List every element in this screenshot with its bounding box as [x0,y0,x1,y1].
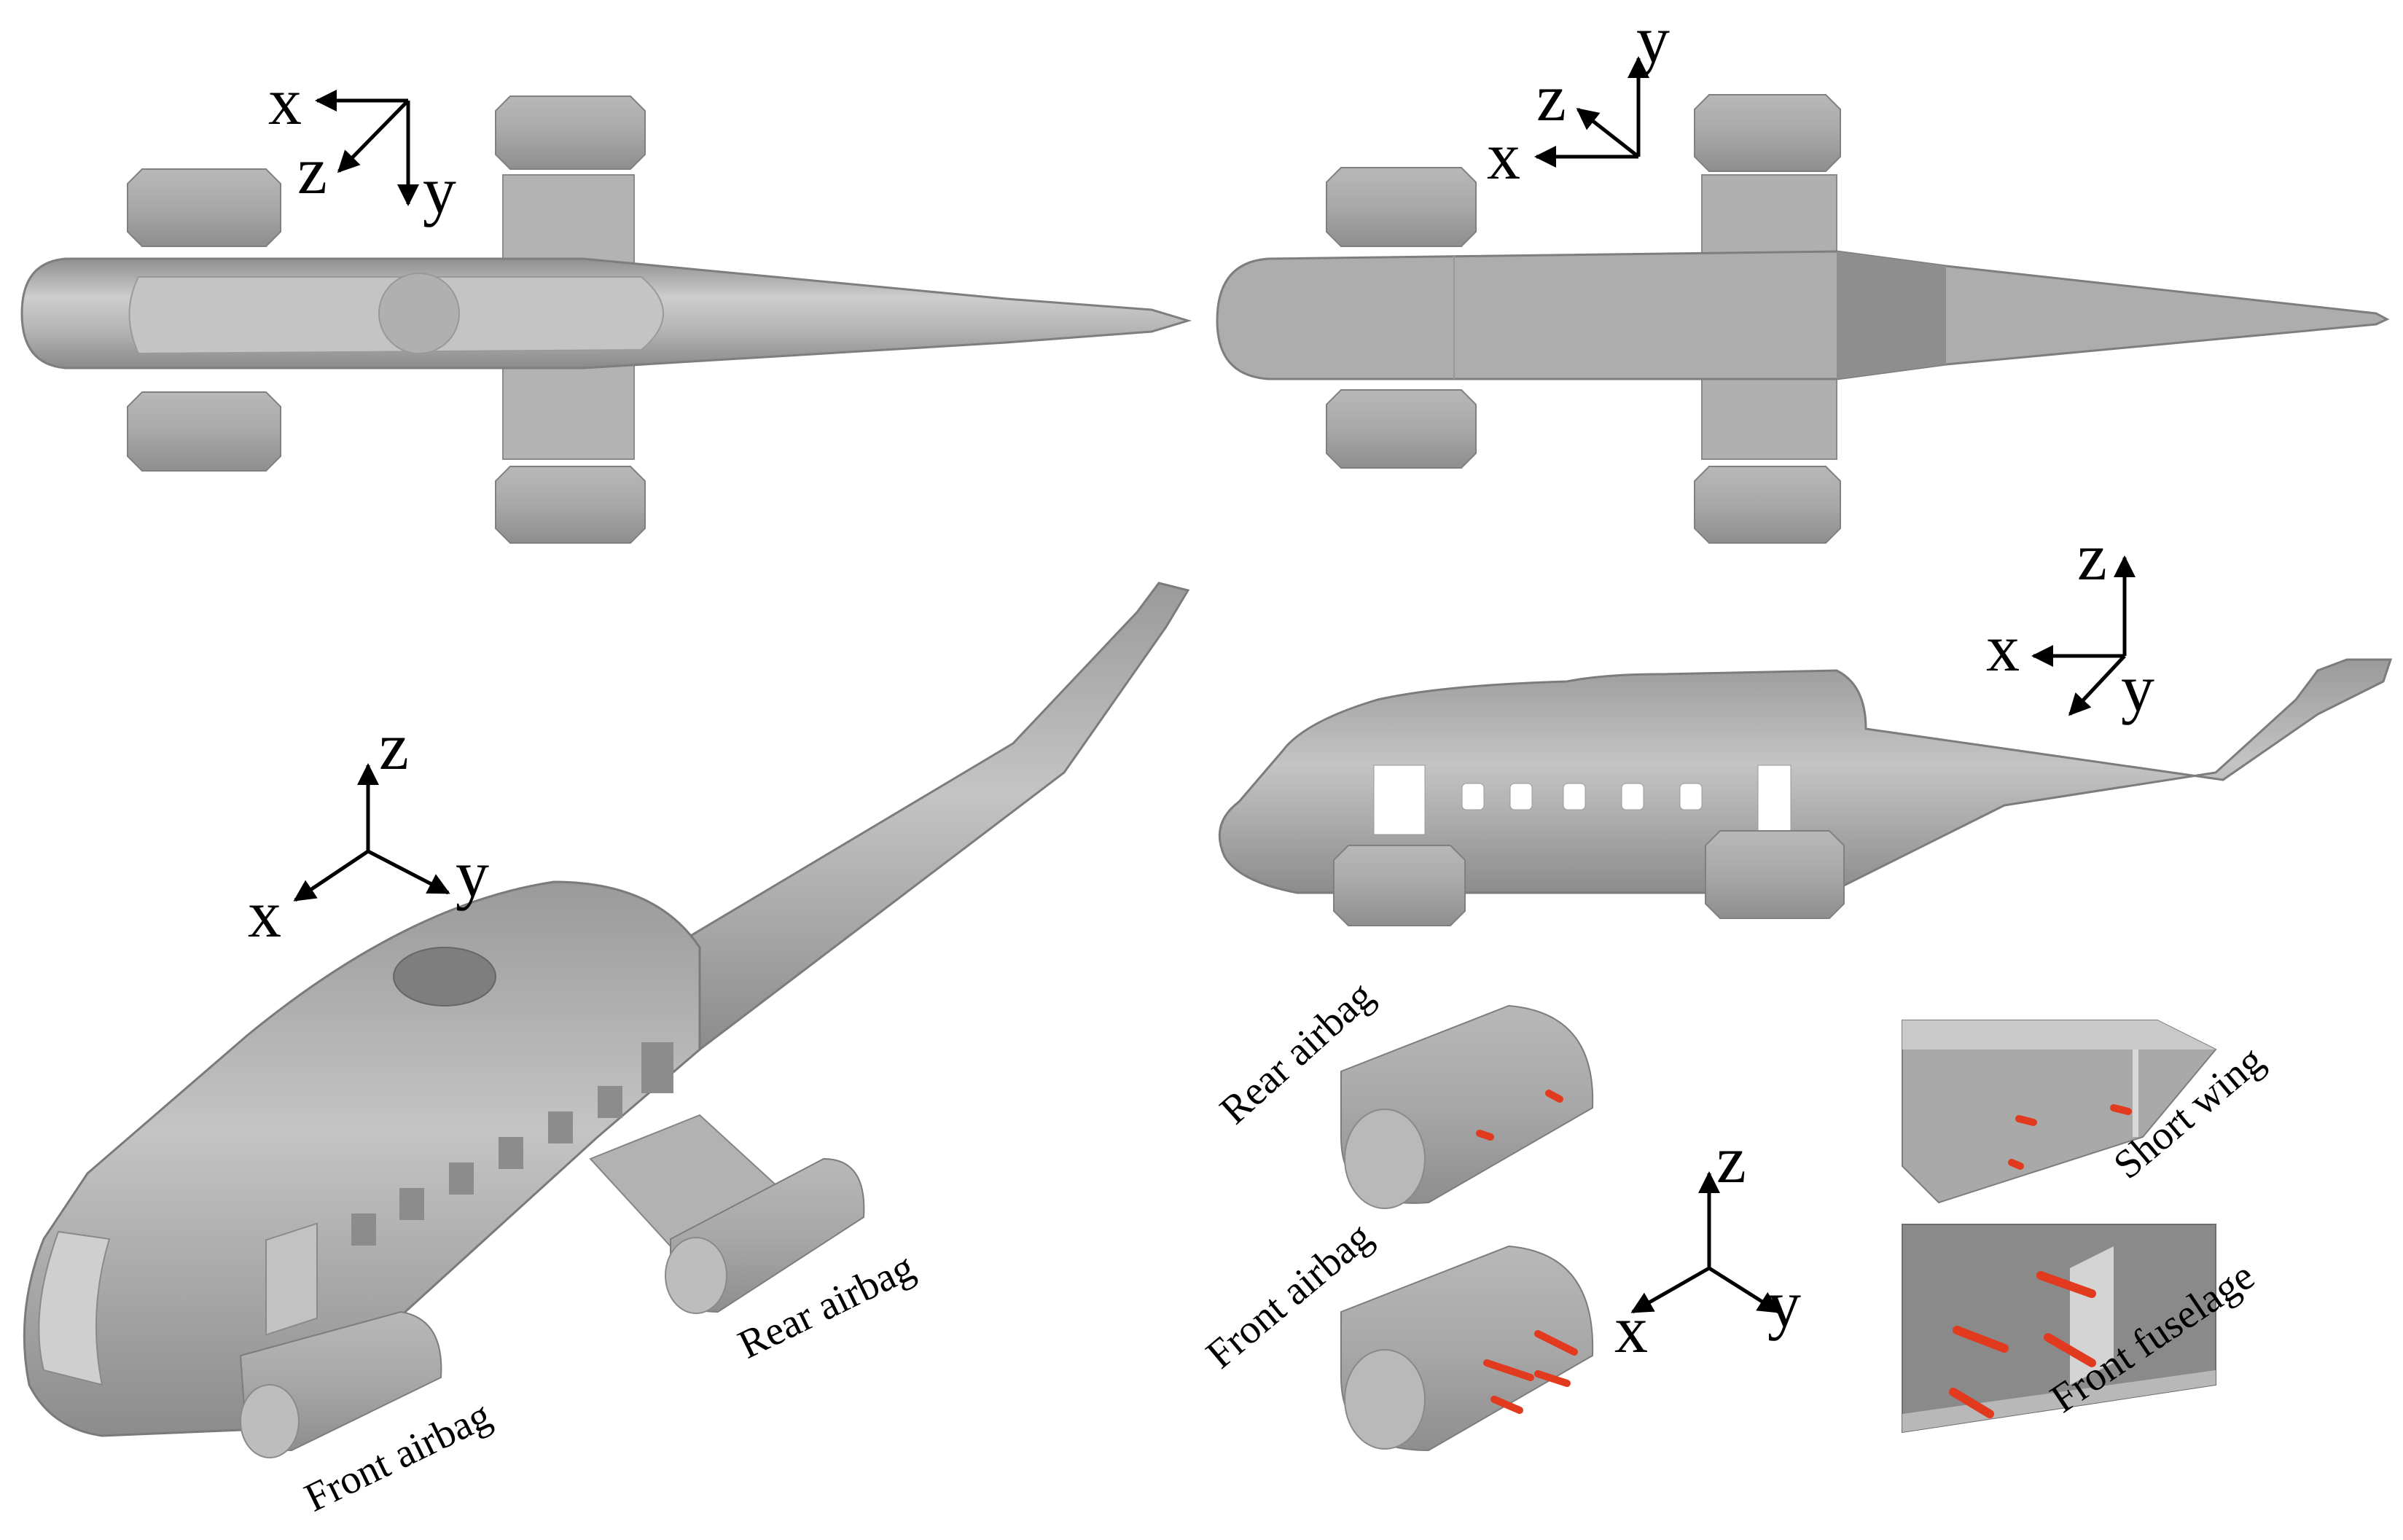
rotor-hub-iso [393,947,496,1007]
front-airbag-iso [239,1310,442,1458]
axis-label-y: y [1636,2,1670,77]
airbag-rear-lower [495,466,646,544]
axes-detail: z y x [1614,1122,1801,1367]
axis-label-z: z [1716,1122,1746,1197]
detail-front-airbag [1340,1245,1594,1452]
airbag-rear-side [1705,830,1845,919]
tail-boom-iso [595,582,1190,1051]
marker-front-fuselage [1949,1271,2096,1418]
axes-top-left: x z y [268,64,456,227]
axis-label-z: z [297,133,327,208]
axis-label-y: y [423,153,456,227]
top-view-left [20,95,1192,544]
axes-top-right: y z x [1487,2,1670,193]
marker-rear-airbag [1476,1090,1563,1141]
airbag-front-upper-b [1326,167,1477,247]
fuselage-side [1218,658,2393,894]
airbag-rear-upper [495,95,646,170]
axis-label-x: x [248,877,281,951]
detail-front-fuselage [1902,1224,2216,1434]
marker-front-airbag [1483,1330,1578,1414]
detail-short-wing [1902,1020,2217,1204]
airbag-rear-upper-b [1694,94,1841,172]
airbag-rear-lower-b [1694,466,1841,544]
airbag-front-lower-b [1326,389,1477,469]
door-iso [265,1222,318,1336]
axis-label-y: y [1767,1267,1801,1341]
airbag-front-lower [127,391,281,472]
axis-label-z: z [2077,520,2107,594]
side-view [1218,658,2393,926]
axis-label-z: z [1536,60,1566,135]
tail-band-bottom [1837,251,1946,379]
axis-label-y: y [2121,651,2154,725]
rear-airbag-iso [665,1157,865,1314]
fuselage-bottom [1216,250,2390,380]
axis-label-y: y [456,837,489,911]
iso-view [23,582,1190,1458]
fuselage-iso [23,880,701,1437]
windows-side [1373,765,1791,835]
axis-label-x: x [1487,119,1520,193]
bottom-view-right [1216,94,2390,544]
axis-label-x: x [1986,611,2020,685]
windows-iso [351,1042,673,1246]
rotor-hub-top [378,273,460,354]
axis-label-x: x [1614,1292,1648,1367]
windshield-iso [38,1230,111,1386]
axis-label-z: z [379,709,409,783]
axes-side: z x y [1986,520,2154,725]
axis-label-x: x [268,64,302,138]
axes-iso-left: z y x [248,709,489,951]
detail-rear-airbag [1340,1004,1594,1209]
airbag-front-side [1333,845,1466,926]
marker-short-wing [2008,1104,2132,1170]
airbag-front-upper [127,168,281,247]
